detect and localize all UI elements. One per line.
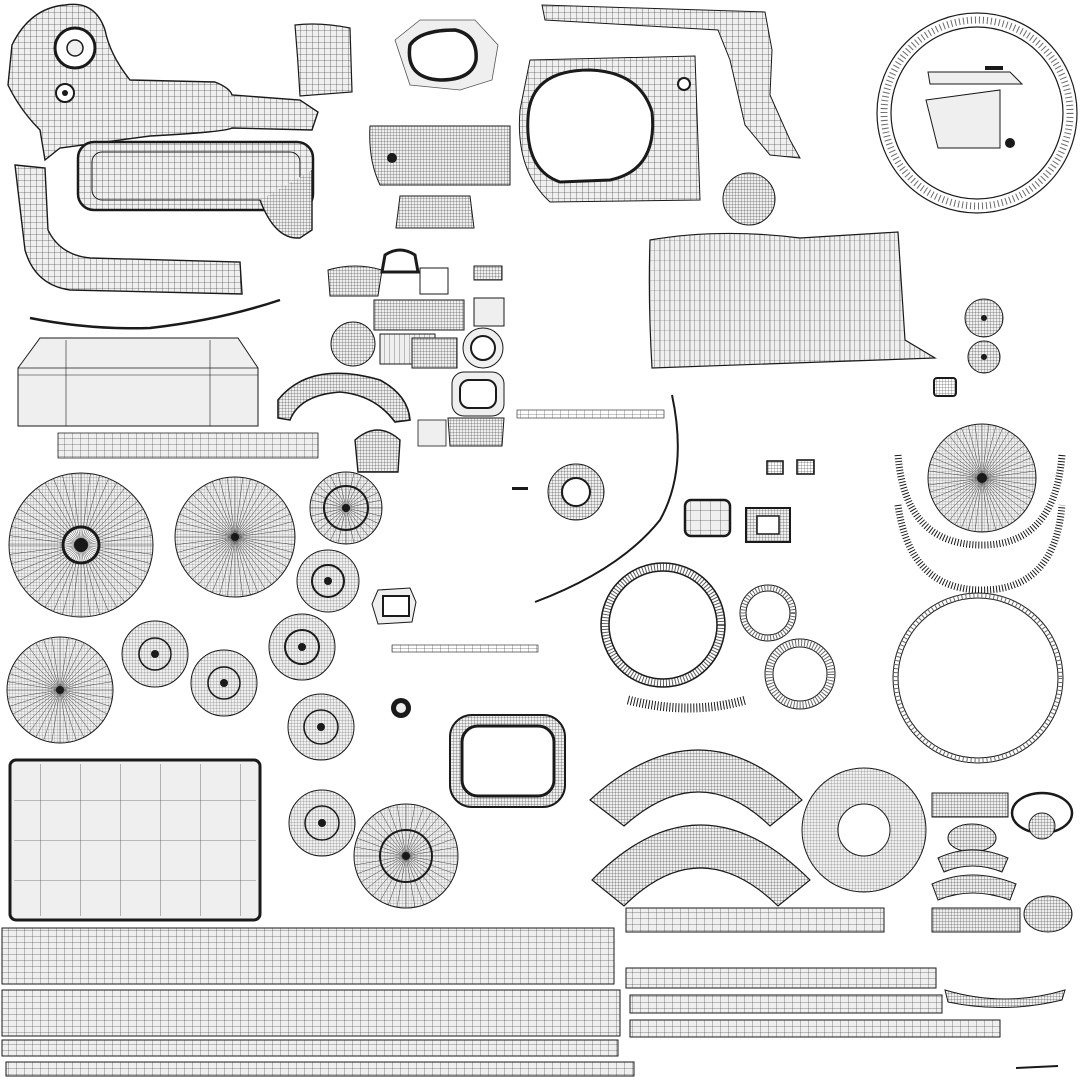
uv-island-disc-9	[287, 693, 355, 761]
uv-island-small-block	[395, 195, 475, 229]
uv-island-donut	[801, 767, 927, 893]
uv-island-handle-tube	[76, 140, 315, 239]
uv-island-right-disc-arcs	[894, 423, 1066, 594]
uv-island-disc-7	[190, 649, 258, 717]
uv-island-tiny-square-1	[766, 460, 784, 475]
uv-island-bracket-arm	[7, 3, 319, 162]
uv-island-small-cluster-br	[931, 791, 1074, 933]
uv-island-cluster	[327, 248, 505, 447]
uv-island-grip-panel	[369, 125, 511, 186]
uv-island-disc-right-2	[967, 340, 1001, 374]
uv-island-ring-small-1	[739, 584, 797, 642]
uv-island-right-thin-ring	[892, 592, 1064, 764]
uv-island-ring-large	[600, 562, 726, 688]
uv-island-rounded-square	[683, 498, 732, 538]
uv-island-curved-wire	[534, 394, 679, 603]
uv-island-center-ring	[547, 463, 605, 521]
uv-island-disc-6	[121, 620, 189, 688]
uv-island-disc-tiny	[391, 698, 411, 718]
uv-island-disc-8	[268, 613, 336, 681]
uv-island-long-arm	[541, 4, 801, 159]
uv-island-small-panel	[294, 23, 353, 97]
uv-island-crescent	[277, 372, 411, 423]
uv-island-rounded-frame	[449, 714, 566, 808]
uv-island-top-right-ring	[876, 12, 1078, 214]
uv-island-ring-panel	[518, 55, 701, 203]
uv-disc-spokes	[7, 424, 1036, 908]
uv-island-long-strips-left	[1, 927, 635, 1077]
uv-island-octagon-small	[371, 587, 417, 625]
uv-island-l-strip	[14, 164, 243, 295]
uv-island-ring-small-2	[764, 638, 836, 710]
uv-island-long-strips-right	[625, 907, 1066, 1069]
uv-island-tiny-square-3	[933, 377, 957, 397]
uv-island-arc-strip	[626, 695, 748, 713]
uv-island-square-frame	[745, 507, 791, 543]
uv-island-disc-right-1	[964, 298, 1004, 338]
uv-island-flat-plate	[8, 758, 262, 922]
uv-island-thin-strip-3	[512, 487, 528, 490]
uv-island-strip-a	[57, 432, 319, 459]
uv-island-octagon-ring	[394, 19, 499, 91]
uv-island-disc-10	[288, 789, 356, 857]
uv-island-fabric-panel	[648, 231, 938, 369]
uv-island-box-panel	[17, 337, 259, 427]
uv-island-thin-strip-2	[391, 644, 539, 653]
uv-island-wavy-wire	[29, 298, 281, 330]
uv-island-disc-4	[296, 549, 360, 613]
uv-island-tiny-square-2	[796, 459, 815, 475]
uv-island-thin-strip-1	[516, 409, 665, 419]
uv-island-arch-2	[591, 824, 811, 907]
uv-island-disc-small	[722, 172, 776, 226]
uv-island-cup	[354, 429, 401, 473]
uv-island-arch-1	[589, 749, 803, 827]
